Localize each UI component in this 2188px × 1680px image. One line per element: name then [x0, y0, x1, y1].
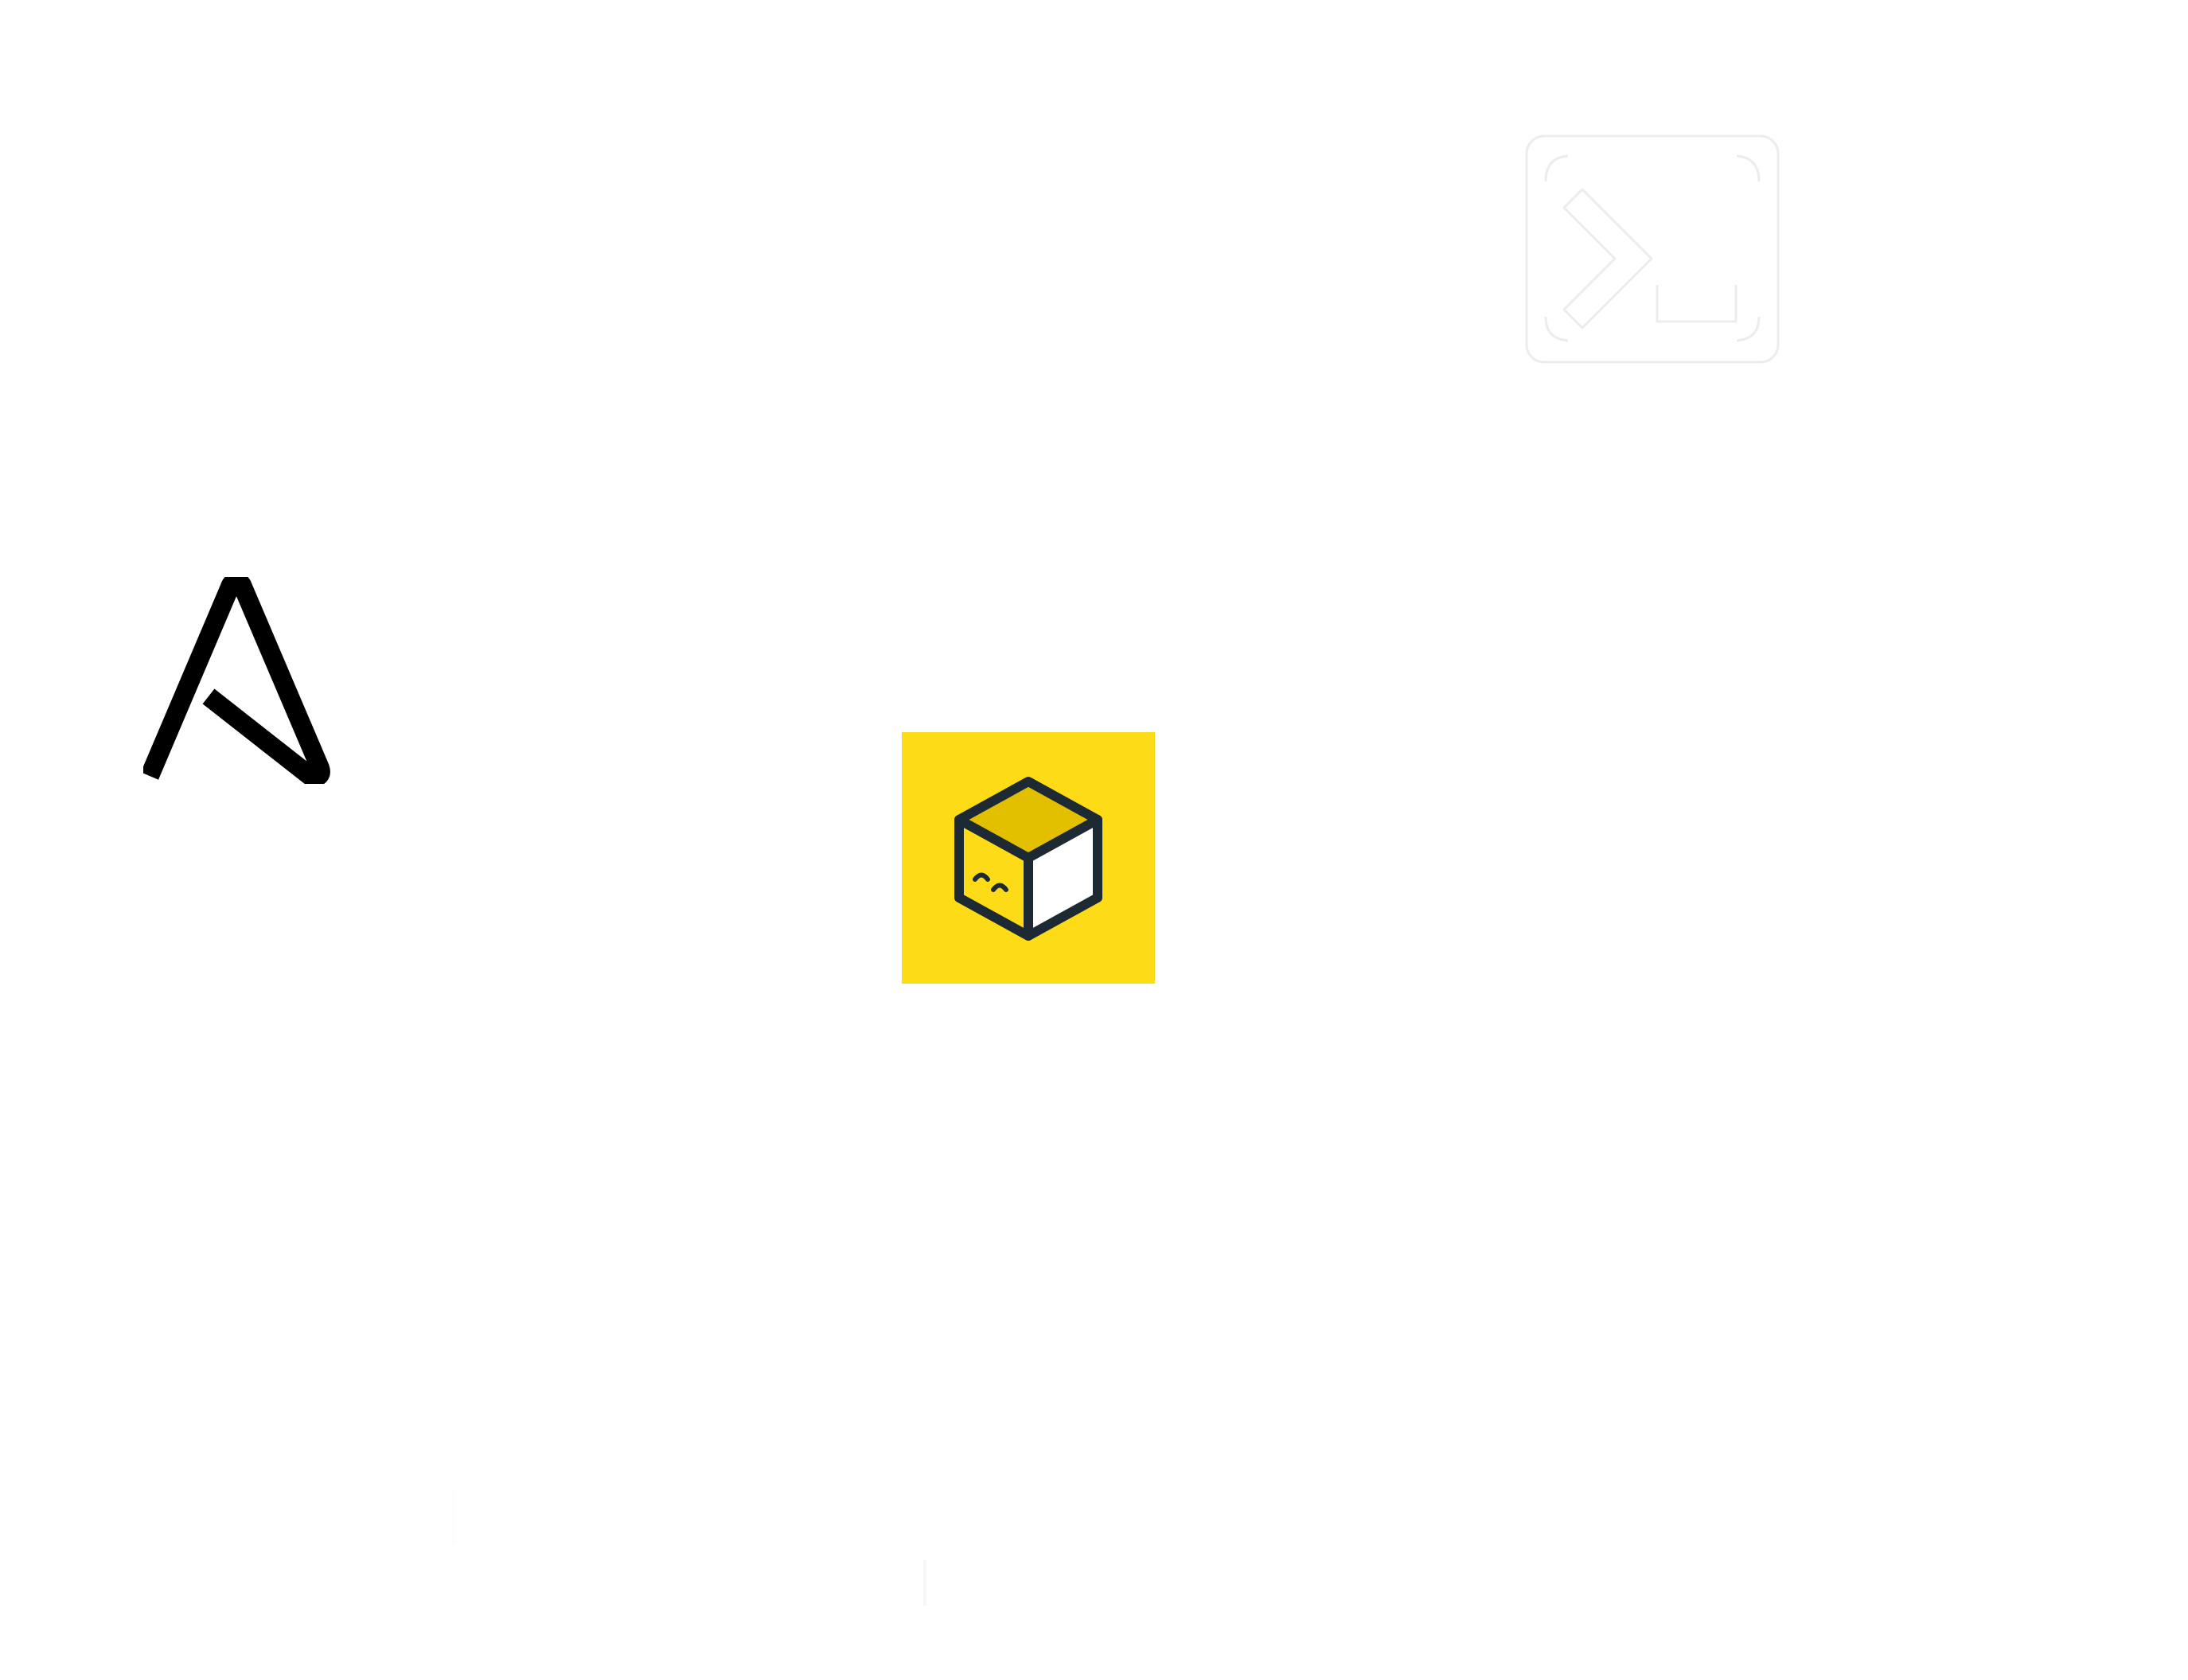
ansible-a-icon	[143, 577, 330, 784]
terminal-prompt-icon	[1525, 134, 1780, 364]
faint-white-mark	[451, 1488, 926, 1606]
cube-face-icon	[902, 732, 1155, 984]
